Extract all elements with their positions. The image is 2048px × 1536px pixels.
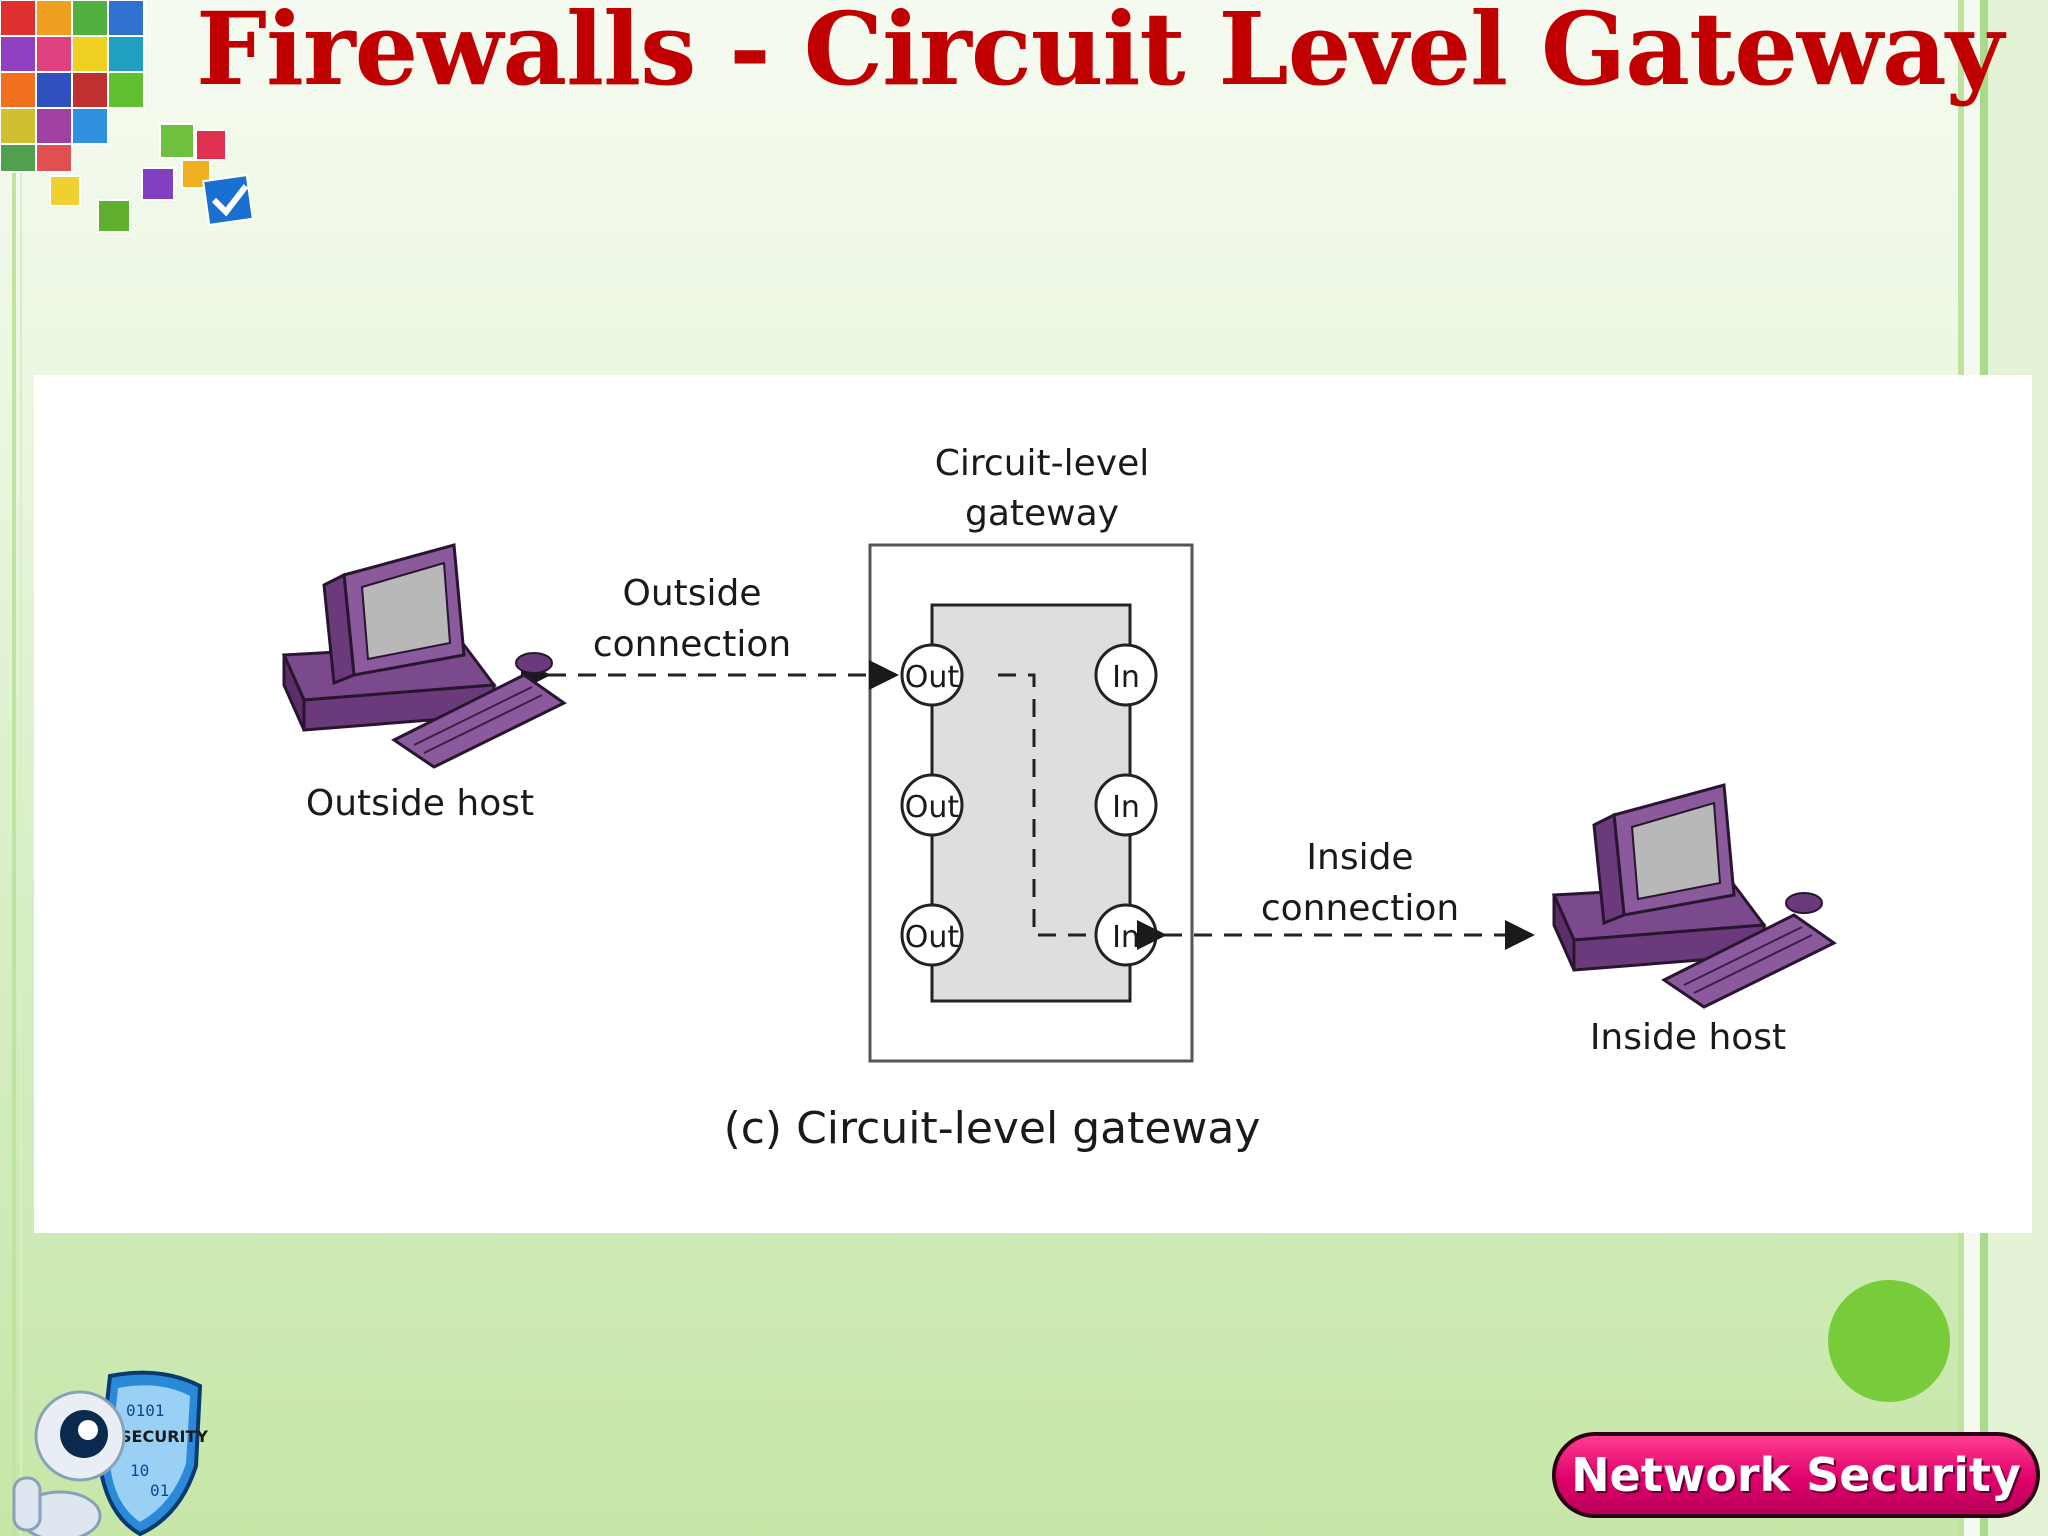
svg-text:Out: Out [905, 660, 960, 695]
badge-label: Network Security [1571, 1448, 2021, 1502]
shield-label: SECURITY [120, 1427, 208, 1446]
inside-host-label: Inside host [1590, 1017, 1786, 1058]
inside-connection-label-line1: Inside [1306, 837, 1413, 878]
svg-text:Out: Out [905, 790, 960, 825]
inside-host-computer-icon [1551, 783, 1837, 1009]
svg-text:In: In [1112, 660, 1140, 695]
svg-text:0101: 0101 [126, 1401, 165, 1420]
checkmark-icon [202, 174, 254, 226]
green-circle-decoration [1828, 1280, 1950, 1402]
svg-text:Out: Out [905, 920, 960, 955]
circuit-gateway-diagram: Circuit-level gateway Out Out Out In In [281, 443, 1837, 1154]
out-port: Out [900, 773, 964, 837]
out-port: Out [900, 903, 964, 967]
internal-relay-path [998, 673, 1098, 937]
outside-connection-label-line2: connection [593, 624, 791, 665]
svg-text:In: In [1112, 790, 1140, 825]
cubes-icon [0, 0, 254, 233]
inside-connection-label-line2: connection [1261, 888, 1459, 929]
diagram-panel: Circuit-level gateway Out Out Out In In [34, 375, 2032, 1233]
outside-connection-label-line1: Outside [622, 573, 761, 614]
svg-text:In: In [1112, 920, 1140, 955]
robot-body [12, 1390, 126, 1536]
diagram-caption: (c) Circuit-level gateway [724, 1103, 1261, 1154]
in-port: In [1094, 903, 1158, 967]
outside-host-computer-icon [281, 543, 567, 769]
left-border-line-inner [20, 0, 22, 1536]
svg-text:10: 10 [130, 1461, 149, 1480]
in-port: In [1094, 773, 1158, 837]
gateway-label-line1: Circuit-level [935, 443, 1149, 484]
outside-host-label: Outside host [306, 783, 534, 824]
svg-text:01: 01 [150, 1481, 169, 1500]
in-port: In [1094, 643, 1158, 707]
network-security-badge: Network Security [1552, 1432, 2040, 1518]
gateway-label-line2: gateway [965, 493, 1119, 534]
left-border-line [12, 0, 16, 1536]
out-port: Out [900, 643, 964, 707]
page-title: Firewalls - Circuit Level Gateway [196, 0, 2004, 108]
